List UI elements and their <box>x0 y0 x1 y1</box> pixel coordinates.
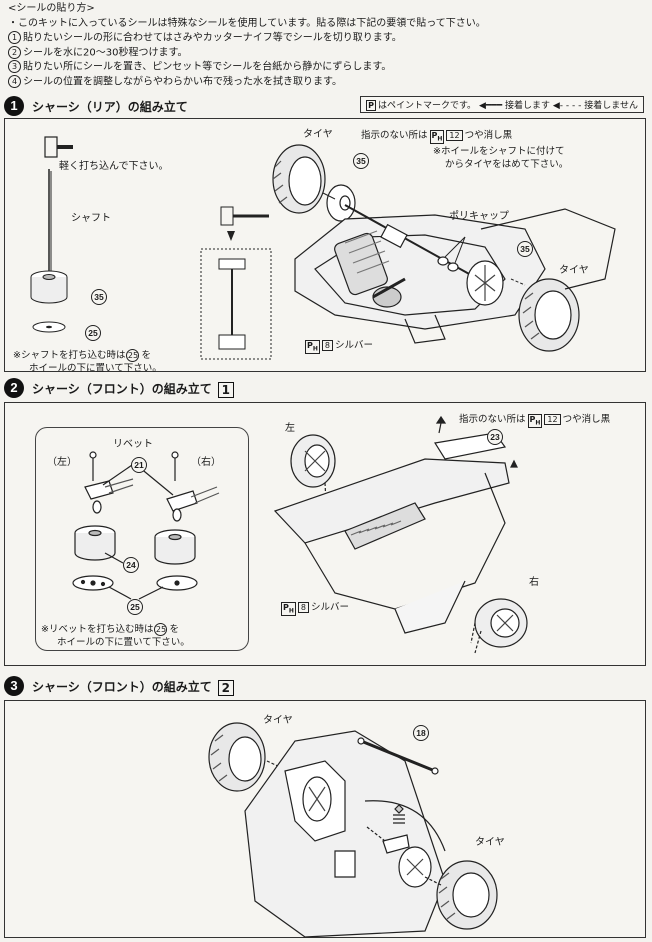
wheel-note-line1: ※ホイールをシャフトに付けて <box>433 146 565 157</box>
paint-mark-icon: PH <box>429 130 445 144</box>
step-number: 4 <box>8 74 21 88</box>
tap-instruction: 軽く打ち込んで下さい。 <box>59 161 169 172</box>
part-25: 25 <box>85 325 101 341</box>
step-2-illustration <box>72 415 528 654</box>
left-side-label: （左） <box>47 457 77 468</box>
note-text: 指示のない所は <box>459 414 526 425</box>
note-text-tail: を <box>169 624 179 635</box>
step-1-title: シャーシ（リア）の組み立て <box>32 100 188 114</box>
step-number: 3 <box>8 60 21 73</box>
dashed-arrow-icon: ◀- - - - <box>552 101 582 111</box>
step-number: 2 <box>8 45 21 59</box>
paint-number: 12 <box>544 414 561 425</box>
step-3-substep: 2 <box>217 679 234 696</box>
step-1-number: 1 <box>4 96 24 116</box>
paint-mark-icon: PH <box>527 414 543 428</box>
step-3-title: シャーシ（フロント）の組み立て 2 <box>32 678 234 696</box>
step-2-title: シャーシ（フロント）の組み立て 1 <box>32 380 234 398</box>
paint-color: つや消し黒 <box>464 130 513 141</box>
step-1-illustration <box>30 136 616 360</box>
note-text: 指示のない所は <box>361 130 428 141</box>
shaft-note-line2: ホイールの下に置いて下さい。 <box>29 363 162 374</box>
shaft-label: シャフト <box>71 213 111 224</box>
tire-label-right: タイヤ <box>559 265 589 276</box>
part-25: 25 <box>127 599 143 615</box>
front-right-label: 右 <box>529 577 539 588</box>
decal-instructions: <シールの貼り方> ・このキットに入っているシールは特殊なシールを使用しています… <box>8 2 486 89</box>
step-3-number: 3 <box>4 676 24 696</box>
note-text: ※シャフトを打ち込む時は <box>13 350 126 361</box>
part-35: 35 <box>91 289 107 305</box>
paint-number: 8 <box>297 602 309 613</box>
decal-intro-line: ・このキットに入っているシールは特殊なシールを使用しています。貼る際は下記の要領… <box>8 17 486 29</box>
note-part-25: 25 <box>154 623 168 636</box>
decal-step-text: 貼りたいシールの形に合わせてはさみやカッターナイフ等でシールを切り取ります。 <box>23 32 402 44</box>
step-1-header: 1 シャーシ（リア）の組み立て <box>4 96 648 116</box>
part-18: 18 <box>413 725 429 741</box>
paint-color: シルバー <box>335 340 374 351</box>
rivet-detail-box <box>35 427 249 651</box>
step-3-title-text: シャーシ（フロント）の組み立て <box>32 680 212 694</box>
paint-number: 12 <box>446 130 463 141</box>
step-3-panel: タイヤ 18 タイヤ <box>4 700 646 938</box>
rivet-note-line2: ホイールの下に置いて下さい。 <box>57 637 190 648</box>
part-23: 23 <box>487 429 503 445</box>
step-3-header: 3 シャーシ（フロント）の組み立て 2 <box>4 676 648 696</box>
note-text: ※リベットを打ち込む時は <box>41 624 154 635</box>
decal-step-text: シールの位置を調整しながらやわらかい布で残った水を拭き取ります。 <box>23 76 342 87</box>
paint-mark-icon: PH <box>305 340 320 354</box>
tire-label-top: タイヤ <box>303 129 333 140</box>
part-35-top: 35 <box>353 153 369 169</box>
paint-color: シルバー <box>311 602 350 613</box>
step-number: 1 <box>8 31 21 44</box>
paint-mark-icon: PH <box>281 602 296 616</box>
paint-color: つや消し黒 <box>562 414 611 425</box>
decal-step-text: シールを水に20〜30秒程つけます。 <box>23 47 188 58</box>
step-2-header: 2 シャーシ（フロント）の組み立て 1 <box>4 378 648 398</box>
solid-arrow-icon: ◀━━━ <box>478 101 503 111</box>
step-2-substep: 1 <box>217 381 234 398</box>
decal-step-text: 貼りたい所にシールを置き、ピンセット等でシールを台紙から静かにずらします。 <box>23 61 392 73</box>
legend-noglue-text: 接着しません <box>584 101 638 111</box>
paint-mark-icon: P <box>366 100 376 111</box>
front-left-label: 左 <box>285 423 295 434</box>
part-24: 24 <box>123 557 139 573</box>
polycap-label: ポリキャップ <box>449 211 509 222</box>
part-35-right: 35 <box>517 241 533 257</box>
tire-label-bottom: タイヤ <box>475 837 505 848</box>
tire-label-top: タイヤ <box>263 715 293 726</box>
right-side-label: （右） <box>191 457 221 468</box>
rivet-label: リベット <box>113 439 153 450</box>
note-part-25: 25 <box>126 349 140 362</box>
wheel-note-line2: からタイヤをはめて下さい。 <box>445 159 569 170</box>
decal-heading: <シールの貼り方> <box>8 3 95 14</box>
step-2-title-text: シャーシ（フロント）の組み立て <box>32 382 212 396</box>
legend-paint-text: はペイントマークです。 <box>377 101 477 111</box>
part-21: 21 <box>131 457 147 473</box>
step-3-illustration <box>208 722 498 938</box>
paint-number: 8 <box>321 340 333 351</box>
legend-glue-text: 接着します <box>505 101 551 111</box>
step-2-number: 2 <box>4 378 24 398</box>
note-text-tail: を <box>141 350 151 361</box>
